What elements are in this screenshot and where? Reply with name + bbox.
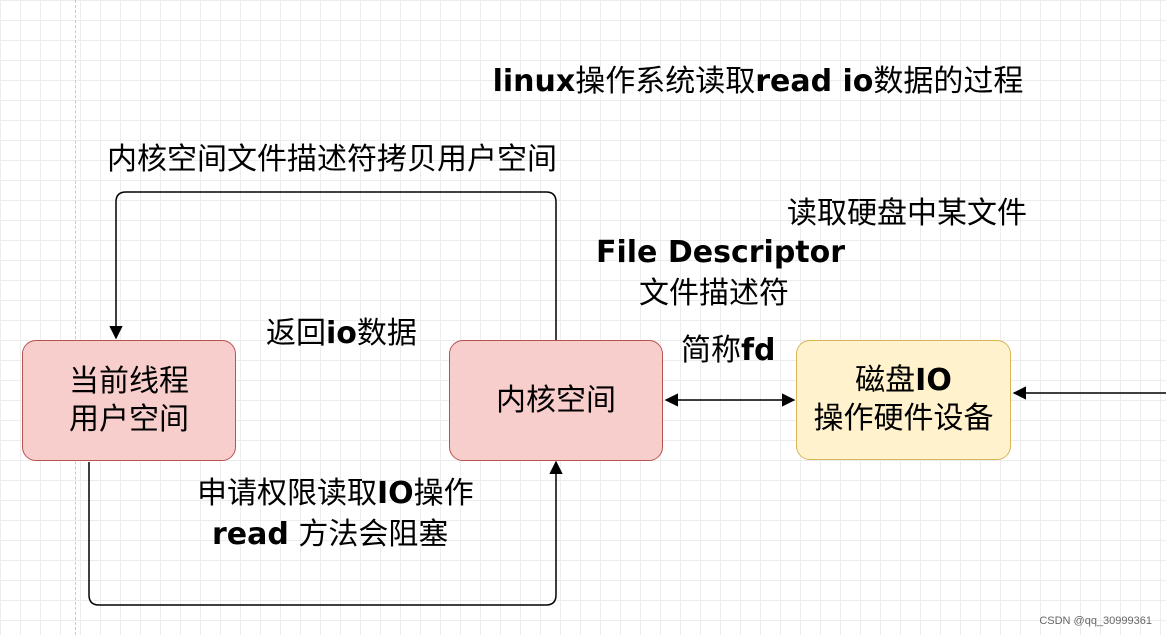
node-disk-io-line1: 磁盘IO [855, 363, 952, 398]
node-disk-io-line2: 操作硬件设备 [813, 401, 994, 436]
edge-kernel-to-thread [109, 191, 557, 340]
label-fd-short: 简称fd [681, 333, 776, 368]
label-file-descriptor: File Descriptor [596, 235, 846, 270]
edge-thread-to-kernel [88, 460, 563, 606]
node-current-thread-line1: 当前线程 [69, 363, 189, 399]
diagram-title: linux操作系统读取read io数据的过程 [492, 64, 1024, 99]
label-return-io: 返回io数据 [266, 316, 417, 351]
node-current-thread: 当前线程 用户空间 [22, 340, 236, 461]
watermark: CSDN @qq_30999361 [1039, 615, 1152, 627]
page-guide-line [75, 0, 76, 635]
node-kernel-space: 内核空间 [449, 340, 663, 461]
node-kernel-space-label: 内核空间 [496, 382, 616, 418]
label-copy-top: 内核空间文件描述符拷贝用户空间 [107, 142, 557, 177]
label-request: 申请权限读取IO操作 [197, 476, 474, 511]
label-read-blocking: read 方法会阻塞 [212, 517, 449, 552]
node-disk-io: 磁盘IO 操作硬件设备 [796, 340, 1011, 460]
node-current-thread-line2: 用户空间 [69, 401, 189, 437]
label-read-file: 读取硬盘中某文件 [787, 196, 1027, 231]
label-fd-chinese: 文件描述符 [639, 276, 789, 311]
